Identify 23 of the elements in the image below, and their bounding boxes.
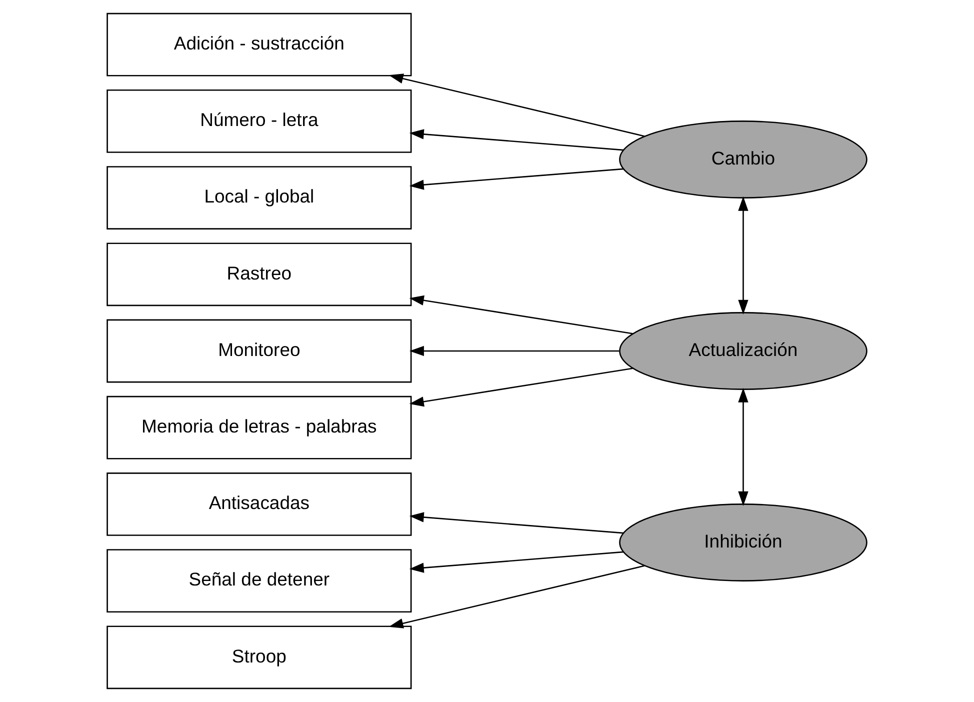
- node-ellipse: Cambio: [619, 120, 868, 198]
- arrow: [409, 551, 624, 573]
- node-box: Adición - sustracción: [106, 12, 412, 76]
- node-box: Monitoreo: [106, 319, 412, 383]
- arrow: [409, 129, 624, 151]
- arrow: [409, 512, 624, 534]
- arrow: [388, 74, 645, 137]
- node-box: Rastreo: [106, 242, 412, 306]
- arrow: [738, 388, 748, 506]
- node-box: Stroop: [106, 626, 412, 690]
- node-box: Local - global: [106, 166, 412, 230]
- node-ellipse: Actualización: [619, 312, 868, 390]
- node-box: Número - letra: [106, 90, 412, 153]
- arrow: [738, 196, 748, 314]
- arrow: [388, 565, 645, 628]
- node-box: Señal de detener: [106, 549, 412, 612]
- node-ellipse: Inhibición: [619, 504, 868, 582]
- arrow: [409, 295, 633, 334]
- node-box: Antisacadas: [106, 472, 412, 536]
- arrow: [409, 168, 624, 190]
- arrow: [409, 368, 633, 407]
- node-box: Memoria de letras - palabras: [106, 396, 412, 460]
- arrow: [409, 346, 620, 356]
